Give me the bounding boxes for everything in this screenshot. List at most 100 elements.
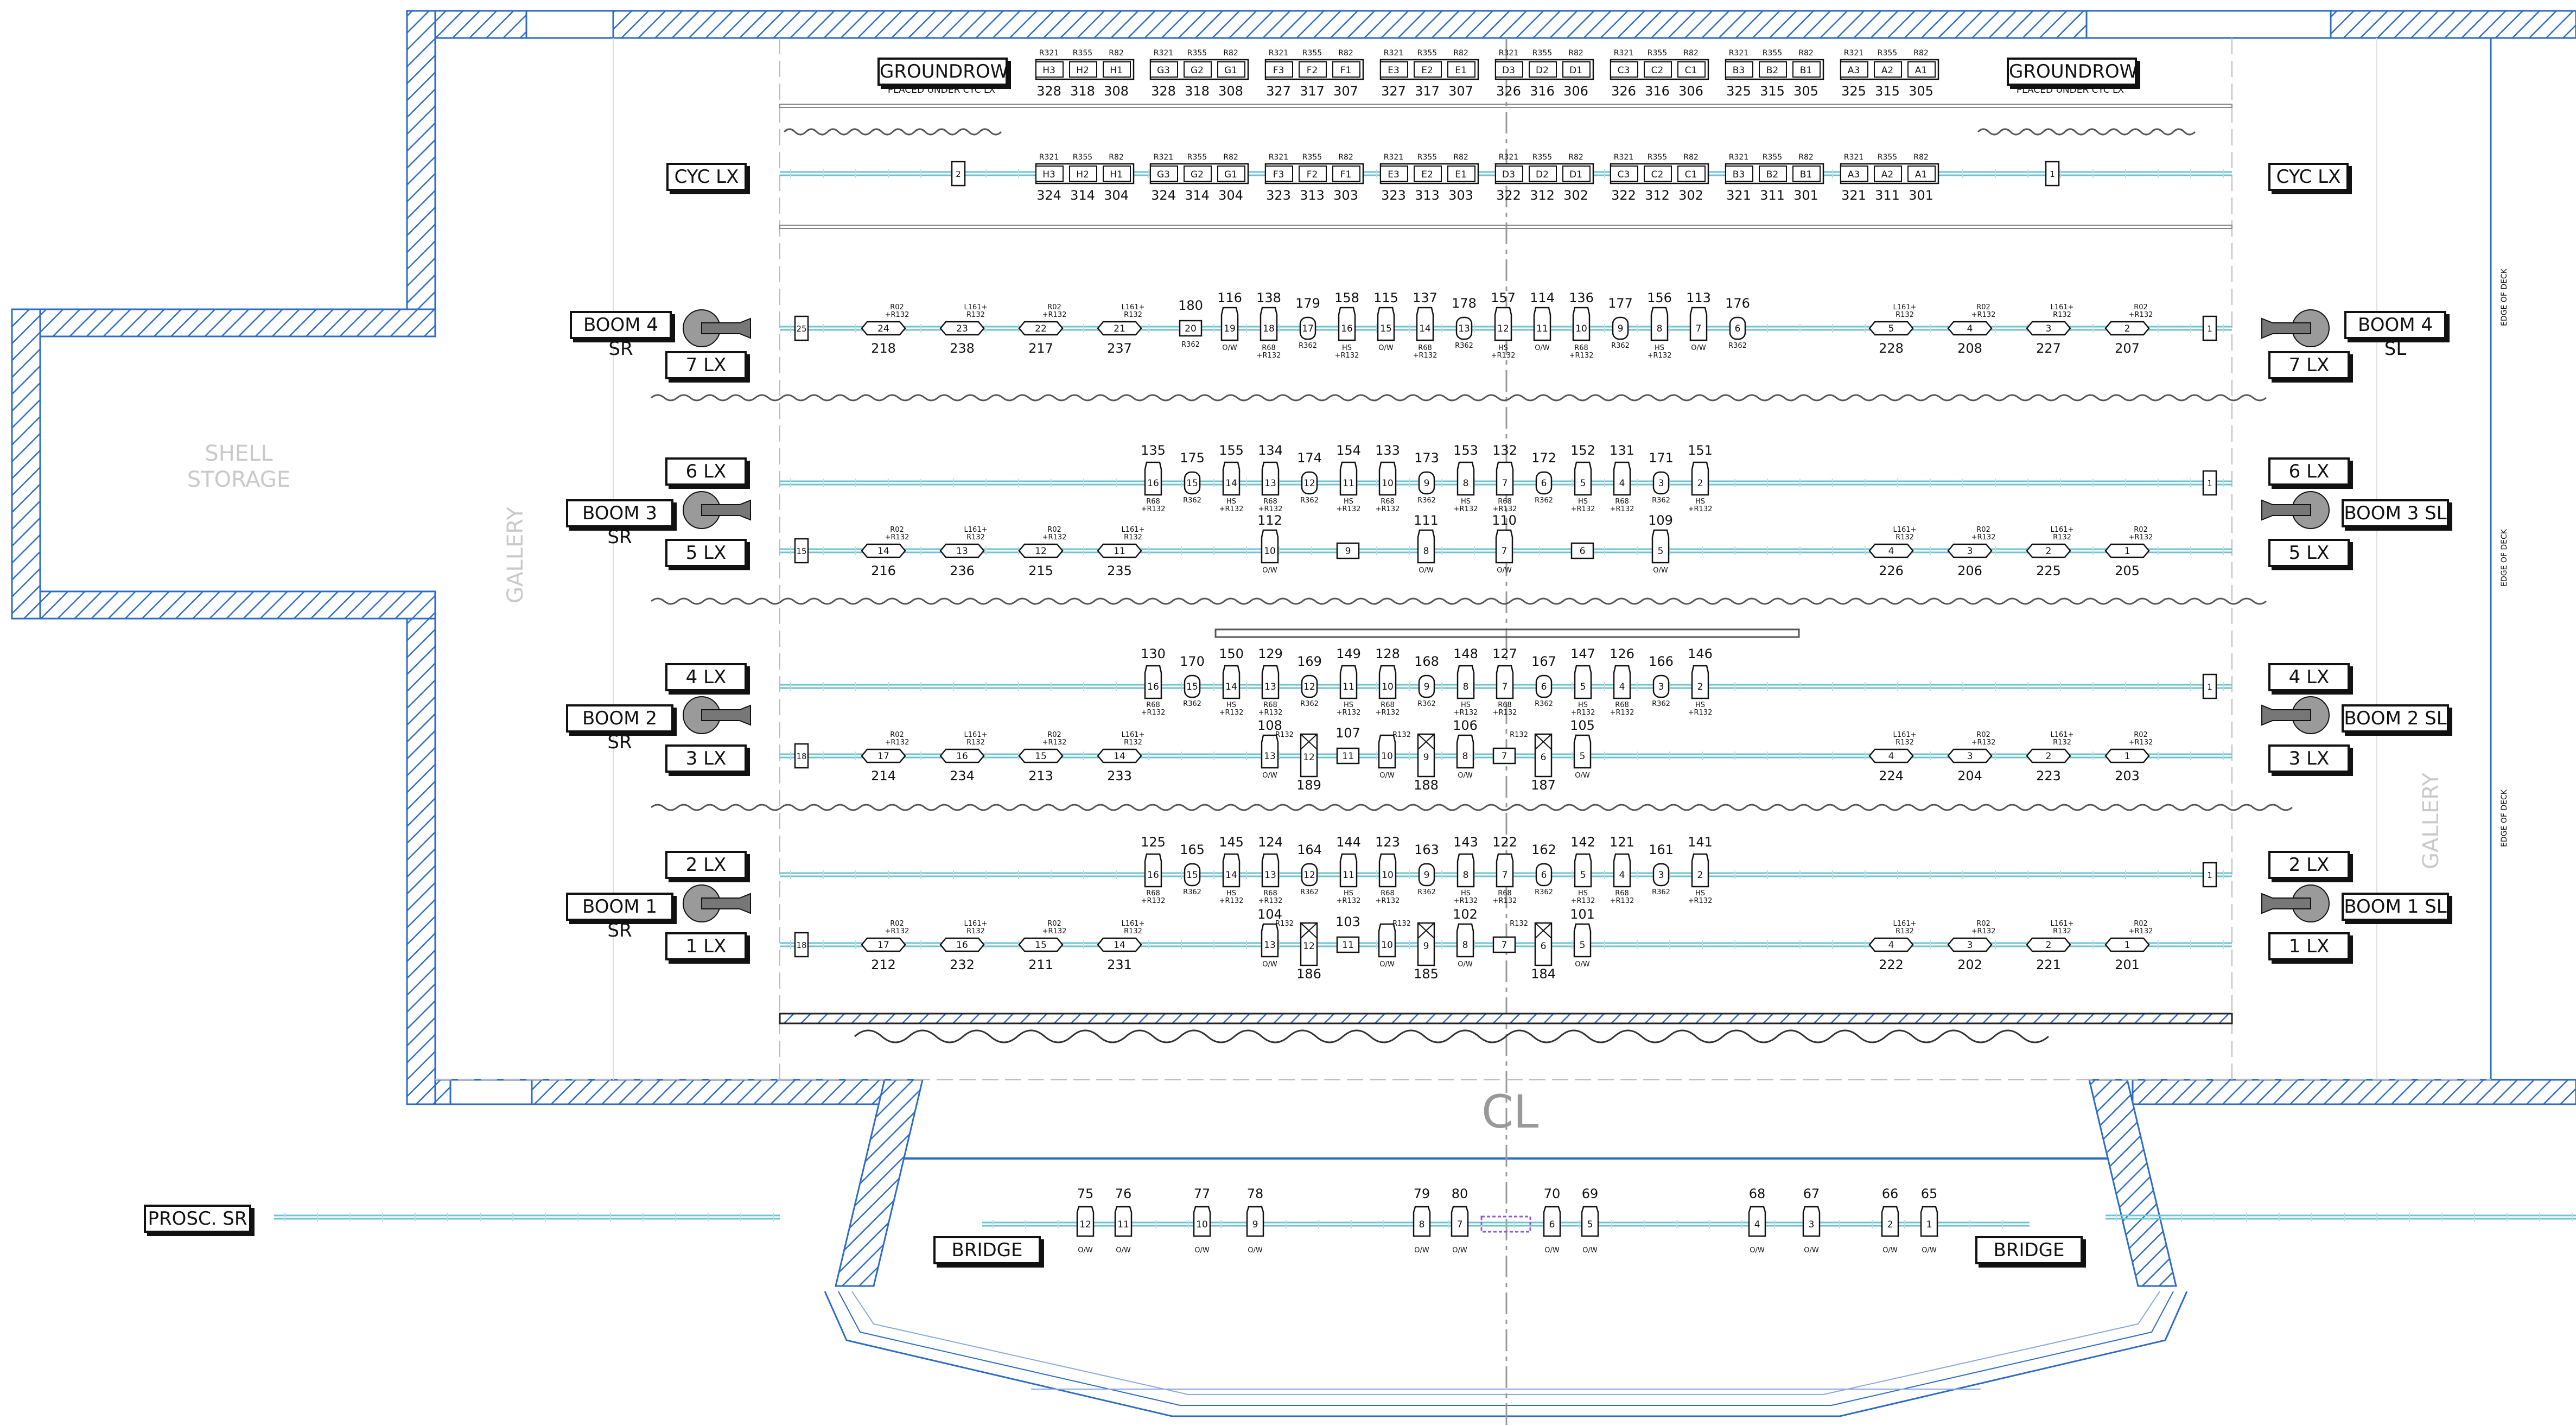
cyc-header: R321 bbox=[1039, 153, 1059, 162]
pipe-6lx-center-unit-note: R68 bbox=[1381, 498, 1395, 506]
pipe-2lx-center-unit-unit: 8 bbox=[1463, 870, 1469, 881]
lx2-right-label: 2 LX bbox=[2268, 851, 2350, 879]
pipe-3lx-center-unit-body bbox=[1417, 733, 1435, 778]
pipe-4lx-center-unit-channel: 148 bbox=[1453, 646, 1478, 661]
pipe-2lx-center-unit-channel: 165 bbox=[1180, 842, 1205, 857]
pipe-2lx-center-unit-channel: 124 bbox=[1258, 835, 1283, 850]
pipe-4lx-center-unit-unit: 16 bbox=[1147, 682, 1159, 692]
bridge-unit-channel: 76 bbox=[1115, 1186, 1132, 1201]
pipe-4lx-center-unit-channel: 128 bbox=[1375, 646, 1400, 661]
groundrow-cell-text: D3 bbox=[1502, 65, 1515, 76]
pipe-6lx-center-unit-unit: 13 bbox=[1264, 478, 1276, 489]
cyc-header: R82 bbox=[1913, 153, 1929, 162]
pipe-6lx-center-unit-note: R362 bbox=[1652, 496, 1670, 505]
pipe-3lx-boom-right-unit-body bbox=[1947, 748, 1993, 763]
groundrow-channel: 307 bbox=[1333, 84, 1358, 99]
pipe-5lx-boom-left-unit-channel: 216 bbox=[871, 563, 896, 578]
pipe-7lx-center-unit-note: R362 bbox=[1611, 342, 1630, 350]
cyc-cell-text: G2 bbox=[1191, 169, 1204, 180]
pipe-1lx-boom-left-unit-unit: 15 bbox=[1035, 940, 1047, 951]
pipe-7lx-center-unit-note: O/W bbox=[1535, 344, 1550, 352]
pipe-1lx-boom-right-unit-unit: 2 bbox=[2046, 940, 2052, 951]
pipe-1lx-center-unit-channel: 186 bbox=[1296, 966, 1321, 982]
cyc-cell bbox=[1414, 165, 1442, 182]
pipe-1lx-boom-right-unit-channel: 222 bbox=[1879, 957, 1904, 972]
cyc-channel: 311 bbox=[1760, 188, 1785, 203]
pipe-6lx-center-unit-unit: 12 bbox=[1303, 478, 1315, 489]
pipe-1lx-center-unit-unit: 5 bbox=[1580, 940, 1586, 951]
groundrow-cell bbox=[1035, 61, 1064, 78]
boom4-sr-icon-arm bbox=[701, 317, 751, 339]
pipe-7lx-boom-left-unit-note: +R132 bbox=[885, 311, 909, 319]
groundrow-cell bbox=[1265, 61, 1293, 78]
pipe-1lx-boom-left-unit-unit: 16 bbox=[956, 940, 968, 951]
cyc-header: R82 bbox=[1568, 153, 1583, 162]
cyc-cell-text: C2 bbox=[1651, 169, 1664, 180]
pipe-7lx-boom-right-unit-body bbox=[1947, 321, 1993, 336]
pipe-7lx-center-unit-unit: 15 bbox=[1380, 323, 1392, 334]
pipe-2lx-center-unit-body bbox=[1652, 863, 1670, 887]
pipe-6lx-center-unit-note: +R132 bbox=[1493, 505, 1517, 513]
bridge-unit-note: O/W bbox=[1582, 1246, 1598, 1255]
pipe-3lx-boom-left-unit-note: L161+ bbox=[964, 731, 988, 739]
pipe-3lx-center-unit-unit: 9 bbox=[1423, 752, 1429, 763]
pipe-7lx-boom-right-unit-note: R02 bbox=[2134, 303, 2148, 311]
cyc-header: R82 bbox=[1453, 153, 1468, 162]
pipe-3lx-boom-left-unit-note: R02 bbox=[1047, 731, 1061, 739]
pipe-3lx-boom-left-unit-note: +R132 bbox=[1042, 739, 1067, 747]
pipe-7lx-center-unit-body bbox=[1572, 307, 1591, 341]
cyc-cell bbox=[1792, 165, 1821, 182]
pipe-7lx-boom-right-unit-note: +R132 bbox=[2129, 311, 2153, 319]
pipe-6lx-center-unit-body bbox=[1691, 461, 1709, 496]
pipe-2lx-center-unit-body bbox=[1418, 863, 1435, 887]
pipe-6lx-center-unit-note: R362 bbox=[1535, 496, 1553, 505]
pipe-1lx-boom-right-unit-channel: 221 bbox=[2036, 957, 2061, 972]
cyc-channel: 303 bbox=[1333, 188, 1358, 203]
pipe-3lx-center-unit-channel: 188 bbox=[1414, 778, 1439, 793]
pipe-7lx-boom-left-unit-channel: 237 bbox=[1107, 341, 1132, 356]
pipe-5lx-end-left bbox=[794, 538, 809, 564]
pipe-6lx-center-unit-channel: 131 bbox=[1610, 443, 1634, 458]
pipe-2lx-center-unit-body bbox=[1261, 853, 1280, 888]
pipe-7lx-center-unit-body bbox=[1650, 307, 1669, 341]
pipe-1lx-center-unit-channel: 102 bbox=[1453, 907, 1478, 922]
pipe-6lx-center-unit-body bbox=[1301, 471, 1318, 495]
pipe-4lx-center-unit-channel: 169 bbox=[1297, 654, 1322, 669]
pipe-4lx-center-unit-channel: 168 bbox=[1414, 654, 1439, 669]
cyc-circuit-right-text: 1 bbox=[2050, 169, 2055, 179]
pipe-5lx-boom-left-unit-body bbox=[1018, 543, 1064, 558]
pipe-3lx-boom-right-unit-unit: 4 bbox=[1888, 751, 1894, 762]
pipe-1lx-boom-left-unit-channel: 211 bbox=[1028, 957, 1053, 972]
bridge-unit-note: O/W bbox=[1750, 1246, 1765, 1255]
pipe-2lx-center-unit-body bbox=[1613, 853, 1631, 888]
pipe-1lx-boom-left-unit-unit: 14 bbox=[1114, 940, 1125, 951]
pipe-3lx-center-unit-channel: 187 bbox=[1531, 778, 1556, 793]
pipe-3lx-center-unit-unit: 13 bbox=[1264, 751, 1276, 762]
pipe-2lx-center-unit-note: +R132 bbox=[1493, 897, 1517, 905]
cyc-cell bbox=[1907, 165, 1936, 182]
pipe-3lx-center-unit-note: O/W bbox=[1379, 772, 1395, 780]
pipe-4lx-center-unit-note: R68 bbox=[1263, 701, 1277, 709]
pipe-3lx-boom-right-unit-note: +R132 bbox=[1971, 739, 1996, 747]
pipe-6lx-end-right bbox=[2202, 470, 2217, 496]
pipe-1lx-end-left-text: 18 bbox=[796, 940, 806, 950]
pipe-6lx-center-unit-note: +R132 bbox=[1571, 505, 1595, 513]
pipe-2lx-center-unit-channel: 161 bbox=[1649, 842, 1674, 857]
pipe-2lx-center-unit-unit: 2 bbox=[1697, 870, 1703, 881]
pipe-4lx-center-unit-note: R362 bbox=[1652, 700, 1670, 708]
main-curtain-folds bbox=[854, 1029, 2049, 1043]
cyc-cell-text: F3 bbox=[1273, 169, 1284, 180]
pipe-3lx-center-unit-note: R132 bbox=[1392, 731, 1411, 739]
cyc-header: R355 bbox=[1648, 153, 1667, 162]
